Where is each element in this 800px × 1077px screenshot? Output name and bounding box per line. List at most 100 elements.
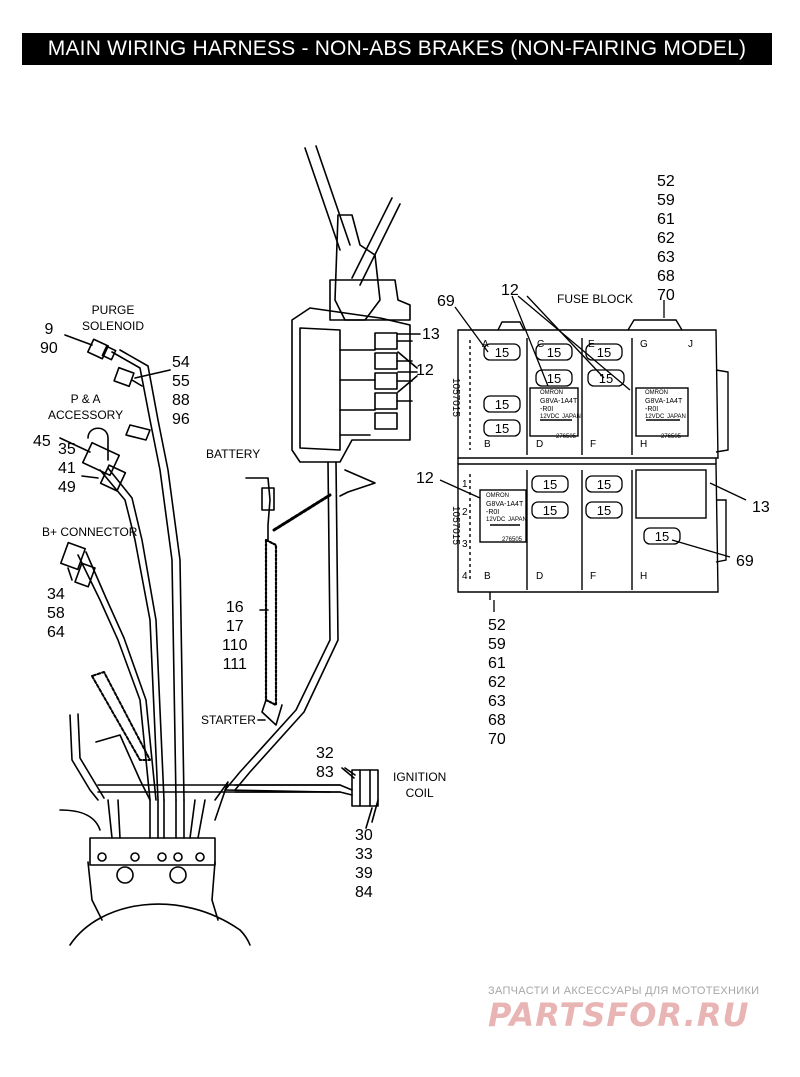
fuse-value-4: 15	[547, 371, 561, 386]
fuse-7	[483, 419, 521, 437]
relay-model-2: G8VA-1A4T	[645, 398, 683, 405]
fuse-2	[535, 343, 573, 361]
bracket-plate	[329, 279, 411, 321]
relay-top-left	[529, 387, 579, 437]
fuse-value-8: 15	[543, 477, 557, 492]
page-title: MAIN WIRING HARNESS - NON-ABS BRAKES (NO…	[22, 33, 772, 65]
callout-relay-12-left: 12	[416, 470, 434, 487]
relay-stack-1	[374, 332, 398, 350]
battery-label: BATTERY	[206, 447, 261, 461]
watermark-logo: PARTSFOR.RU	[488, 996, 749, 1032]
relay-stack-4	[374, 392, 398, 410]
fuse-12	[643, 527, 681, 545]
bolt-5	[195, 852, 205, 862]
frame-hole-1	[116, 866, 134, 884]
fuse-slot-letter-bottom-B: B	[484, 571, 491, 582]
relay-top-right	[635, 387, 689, 437]
fuse-value-2: 15	[547, 345, 561, 360]
frame-top-left	[59, 809, 101, 831]
fuse-block	[457, 319, 729, 600]
battery-strap	[339, 469, 376, 497]
relay-brand-2: OMRON	[645, 390, 668, 396]
fuse-side-clip-2	[715, 499, 727, 563]
relay-stack-5	[374, 412, 398, 430]
fuse-6	[483, 395, 521, 413]
fuse-side-number-2: 2	[462, 507, 468, 518]
relay-volt-2: 12VDC	[645, 414, 665, 420]
plug-136	[125, 424, 151, 441]
fuse-slot-letter-top-E: E	[588, 339, 595, 350]
fuse-value-7: 15	[495, 421, 509, 436]
relay-model-suffix-3: -R0I	[486, 509, 500, 516]
relay-stack-3	[374, 372, 398, 390]
bolt-3	[157, 852, 167, 862]
battery-terminal	[261, 487, 275, 511]
watermark-caption: ЗАПЧАСТИ И АКСЕССУАРЫ ДЛЯ МОТОТЕХНИКИ	[488, 985, 760, 997]
bolt-1	[97, 852, 107, 862]
fuse-side-code: 1057015	[450, 378, 461, 417]
coil-wrap	[264, 538, 278, 707]
fuse-side-clip	[715, 369, 729, 453]
mount-rod-left	[304, 147, 341, 251]
fuse-side-code-lower: 1057015	[450, 506, 461, 545]
watermark-brand: PARTSFOR.RU	[488, 996, 749, 1032]
accessory-connector-icon	[81, 427, 127, 492]
frame-strut-left	[107, 799, 121, 839]
battery-strap-link	[272, 493, 332, 532]
relay-code-1: 276505	[556, 434, 577, 440]
fuse-block-upper	[457, 329, 719, 459]
panel-module	[291, 307, 411, 463]
purge-wire	[111, 351, 177, 801]
bolt-4	[173, 852, 183, 862]
bplus-connector-icon	[59, 541, 96, 588]
relay-origin-1: JAPAN	[562, 414, 581, 420]
fuse-1	[483, 343, 521, 361]
fuse-value-10: 15	[543, 503, 557, 518]
ignition-connector-body	[351, 769, 379, 807]
ignition-wire	[234, 784, 353, 791]
fuse-9	[585, 475, 623, 493]
mount-rod-right	[351, 197, 393, 279]
frame-bracket	[89, 837, 216, 866]
callout-69-right: 69	[736, 553, 754, 570]
fuse-slot-letter-top-J: J	[688, 339, 693, 350]
fuse-slot-letter-bottom-D: D	[536, 571, 544, 582]
fuse-side-number-4: 4	[462, 571, 468, 582]
callout-accessory-45: 45	[33, 433, 51, 450]
frame-side-left	[87, 861, 103, 921]
relay-stack-2	[374, 352, 398, 370]
fuse-value-3: 15	[597, 345, 611, 360]
fuse-block-lower	[457, 463, 719, 593]
tank-outline	[69, 903, 241, 946]
fuse-value-5: 15	[599, 371, 613, 386]
callout-relay-12-top: 12	[501, 282, 519, 299]
fuse-4	[535, 369, 573, 387]
fuse-11	[585, 501, 623, 519]
accessory-wire	[99, 469, 159, 801]
mount-rod-right-2	[359, 203, 401, 286]
fuse-10	[531, 501, 569, 519]
fuse-slot-letter-top-A: A	[482, 339, 489, 350]
callout-13-top: 13	[422, 326, 440, 343]
callout-13-right: 13	[752, 499, 770, 516]
fuse-slot-letter-mid-F: F	[590, 439, 597, 450]
relay-model-suffix-2: -R0I	[645, 406, 659, 413]
relay-model-suffix-1: -R0I	[540, 406, 554, 413]
corrugated-hose	[91, 671, 151, 761]
fuse-slot-letter-top-G: G	[640, 339, 648, 350]
starter-label: STARTER	[201, 713, 256, 727]
frame-strut-right	[189, 799, 206, 839]
purge-connector-icon	[86, 338, 117, 361]
bolt-2	[130, 852, 140, 862]
relay-lower-right	[635, 469, 707, 519]
